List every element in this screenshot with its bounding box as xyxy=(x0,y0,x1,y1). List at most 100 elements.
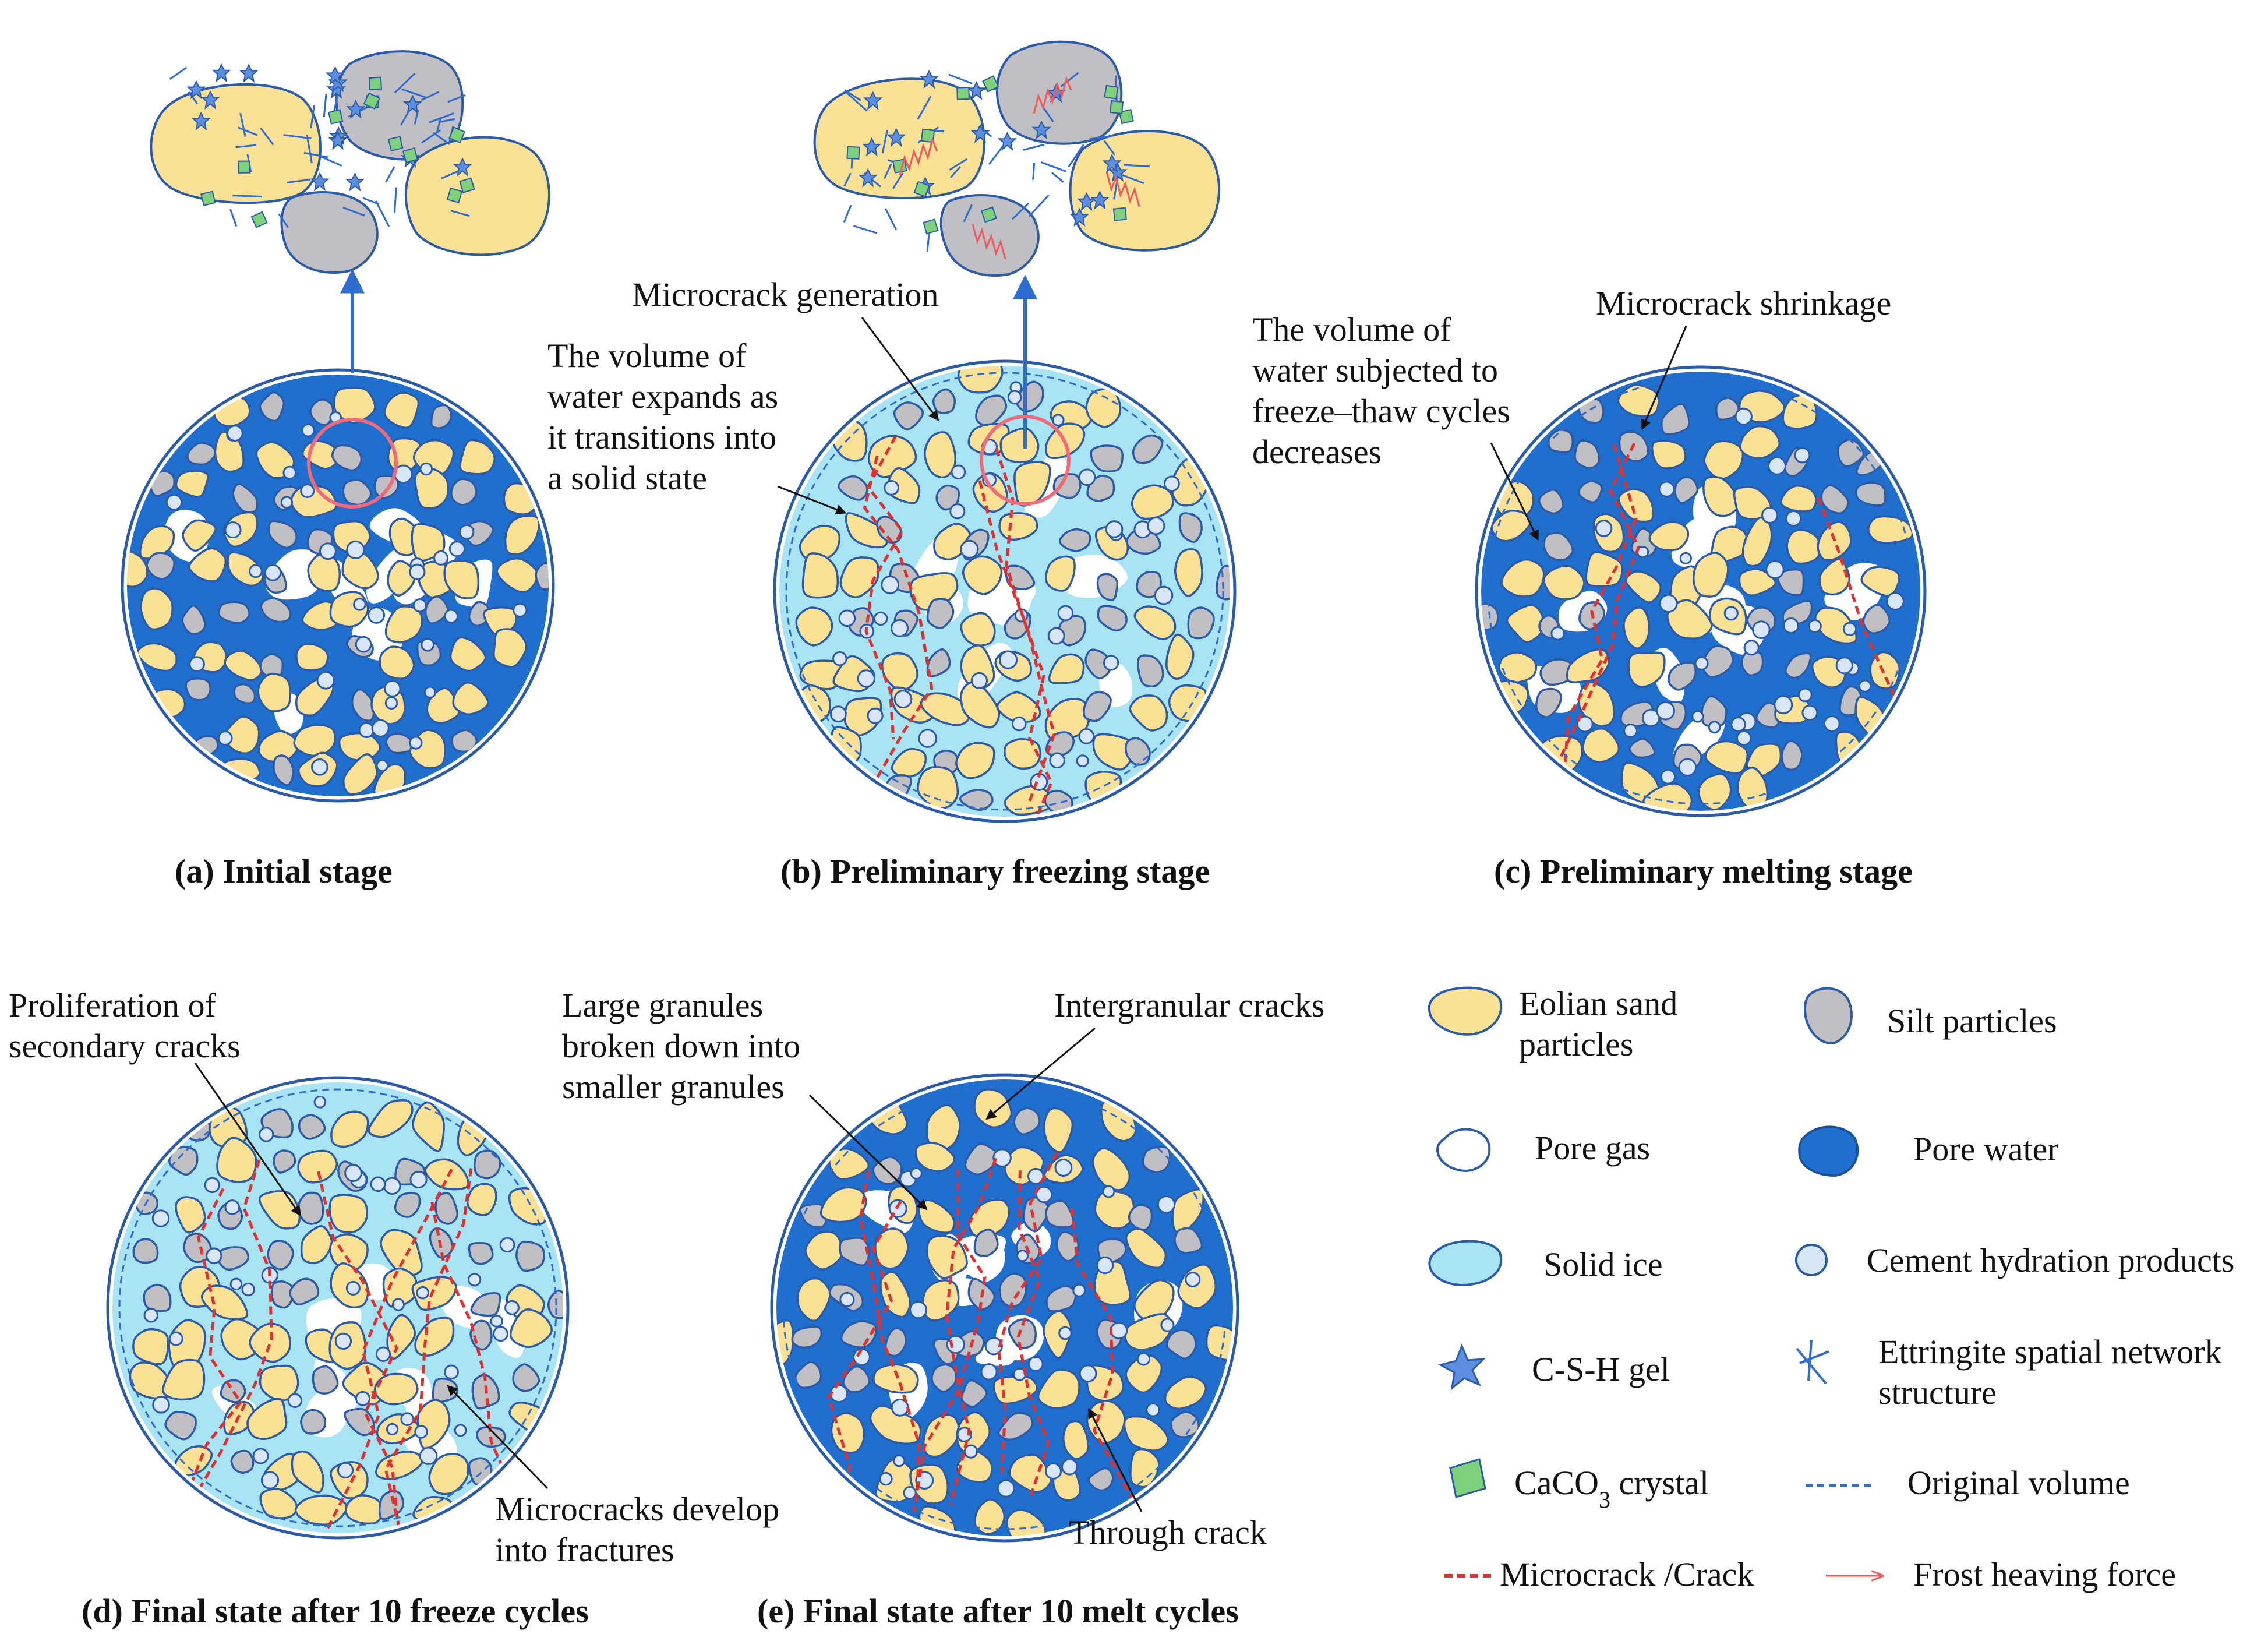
silt-particle xyxy=(289,1277,320,1305)
ettringite-fiber xyxy=(853,225,878,234)
microcrack xyxy=(945,1157,998,1505)
cement-product xyxy=(409,563,426,580)
cement-product xyxy=(1656,701,1675,721)
legend-csh-gel-icon xyxy=(1437,1343,1486,1391)
sand-particle xyxy=(162,1358,206,1401)
original-volume-outline xyxy=(118,1088,557,1527)
sand-particle xyxy=(1867,515,1914,544)
sand-particle xyxy=(1506,604,1545,644)
ettringite-fiber xyxy=(433,132,451,146)
cement-product xyxy=(1146,1402,1160,1417)
silt-particle xyxy=(259,391,285,422)
sand-particle xyxy=(175,470,209,498)
silt-particle xyxy=(998,1272,1027,1308)
silt-particle xyxy=(1170,1411,1200,1438)
silt-particle xyxy=(267,520,298,549)
silt-particle xyxy=(926,598,955,630)
caco3-crystal xyxy=(387,136,404,151)
cement-product xyxy=(316,671,335,690)
silt-particle xyxy=(1090,444,1124,472)
silt-particle xyxy=(1543,532,1574,562)
sand-particle xyxy=(960,612,996,647)
cement-product xyxy=(1185,1271,1201,1287)
cement-product xyxy=(421,637,435,652)
csh-gel-crystal xyxy=(1069,207,1089,227)
cement-product xyxy=(493,1326,508,1342)
silt-particle xyxy=(1132,434,1164,464)
microcrack xyxy=(384,1168,473,1533)
ettringite-fiber xyxy=(283,134,312,140)
ettringite-fiber xyxy=(401,88,426,98)
cement-product xyxy=(1842,622,1857,637)
silt-particle xyxy=(1776,568,1805,597)
cement-product xyxy=(1734,407,1753,426)
silt-particle xyxy=(1174,1227,1203,1254)
cement-product xyxy=(1678,758,1697,777)
silt-particle xyxy=(535,562,549,591)
cement-product xyxy=(949,503,966,520)
sand-particle xyxy=(338,732,381,762)
ettringite-fiber xyxy=(1089,135,1113,140)
cement-product xyxy=(984,1337,1003,1356)
cement-product xyxy=(1785,510,1802,527)
cement-product xyxy=(980,1363,998,1381)
ettringite-fiber xyxy=(1051,172,1064,183)
cement-product xyxy=(1078,468,1096,486)
microcrack xyxy=(1563,444,1638,771)
silt-particle xyxy=(1820,484,1850,514)
silt-particle xyxy=(185,677,211,701)
silt-particle xyxy=(143,1284,172,1312)
silt-particle xyxy=(1700,695,1728,728)
sand-particle xyxy=(1043,1310,1072,1360)
silt-particle xyxy=(331,444,363,472)
sand-particle xyxy=(1498,651,1538,684)
cement-product xyxy=(414,1424,428,1439)
silt-particle xyxy=(1125,737,1151,766)
sand-particle xyxy=(820,1186,867,1223)
csh-gel-crystal xyxy=(919,69,939,89)
cement-product xyxy=(1058,1326,1072,1340)
silt-particle xyxy=(260,597,292,623)
cement-product xyxy=(1858,679,1872,693)
cement-product xyxy=(444,1364,459,1380)
sand-particle xyxy=(449,636,487,672)
caco3-crystal xyxy=(956,86,970,100)
cement-product xyxy=(1049,752,1065,769)
silt-particle xyxy=(473,1149,501,1180)
sand-particle xyxy=(872,1363,919,1394)
cement-product xyxy=(384,696,398,710)
sand-particle xyxy=(443,559,480,599)
cement-product xyxy=(1774,695,1793,715)
cement-product xyxy=(891,619,909,637)
silt-particle xyxy=(432,1377,458,1403)
cement-product xyxy=(963,1444,978,1459)
caco3-crystal xyxy=(846,146,860,160)
annotation-microcrack-shrinkage: Microcrack shrinkage xyxy=(1596,284,1891,322)
csh-gel-crystal xyxy=(191,111,211,131)
silt-particle xyxy=(926,648,951,677)
caco3-crystal xyxy=(892,158,907,174)
sand-particle xyxy=(795,606,833,647)
cement-product xyxy=(873,611,888,626)
sand-particle xyxy=(386,1314,416,1360)
silt-particle xyxy=(1577,480,1603,503)
cement-product xyxy=(1658,481,1675,497)
ettringite-fiber xyxy=(844,89,861,101)
cement-product xyxy=(1044,1462,1062,1480)
sand-particle xyxy=(1205,1324,1233,1362)
cement-product xyxy=(884,480,899,496)
cement-product xyxy=(1105,520,1124,538)
cement-product xyxy=(227,425,243,442)
csh-gel-crystal xyxy=(1102,154,1122,173)
cement-product xyxy=(143,1308,158,1323)
silt-particle xyxy=(547,1289,563,1319)
ettringite-fiber xyxy=(1032,163,1036,180)
sand-particle xyxy=(175,1196,206,1234)
cement-product xyxy=(1752,620,1771,640)
caco3-crystal xyxy=(459,177,475,193)
sand-particle xyxy=(1627,651,1666,688)
microcrack xyxy=(1070,1208,1154,1536)
sand-particle xyxy=(874,1227,909,1270)
annotation-microcracks-develop: Microcracks develop into fractures xyxy=(495,1490,787,1569)
csh-gel-crystal xyxy=(346,100,366,119)
